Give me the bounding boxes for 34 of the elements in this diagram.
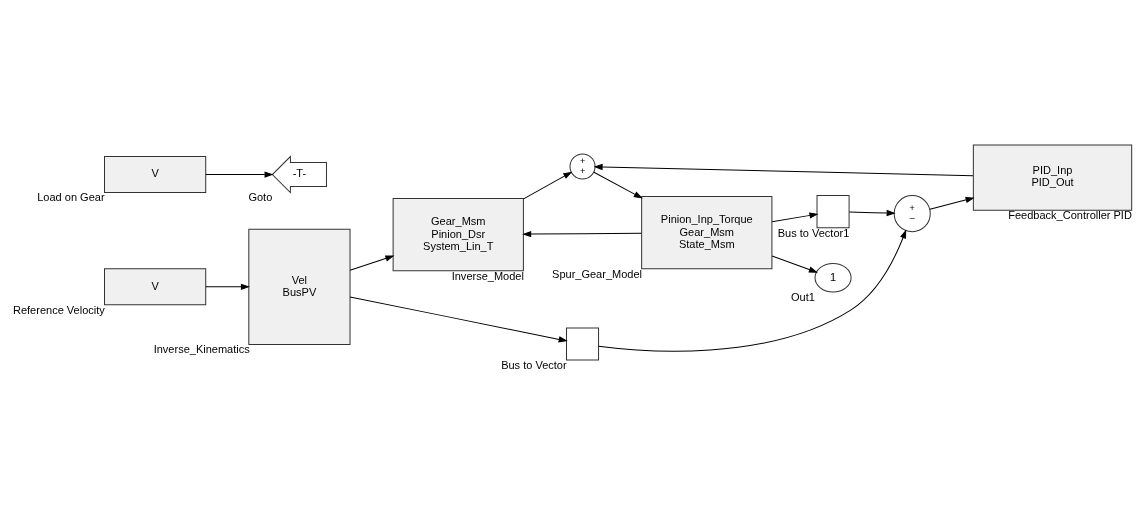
node-circle: + –	[893, 195, 931, 233]
arrow	[771, 212, 818, 223]
node-label: Inverse_Model	[451, 269, 524, 282]
arrow	[523, 171, 572, 200]
node-label: Goto	[248, 191, 273, 204]
node-circle: + +	[569, 153, 596, 180]
node-box: Pinion_Inp_Torque Gear_Msm State_Msm	[641, 196, 773, 270]
node-box	[816, 195, 850, 229]
node-label: Load on Gear	[37, 191, 105, 204]
node-box: Vel BusPV	[248, 228, 351, 345]
arrow	[523, 231, 642, 238]
arrow	[349, 296, 567, 343]
arrow	[205, 171, 273, 178]
arrow	[771, 255, 817, 273]
node-box: V	[104, 268, 207, 306]
node-box	[566, 327, 600, 361]
node-box: V	[104, 156, 207, 194]
arrow	[598, 230, 907, 352]
arrow	[929, 196, 974, 210]
arrow	[349, 255, 394, 271]
node-label: Bus to Vector1	[777, 226, 850, 239]
node-label: Spur_Gear_Model	[552, 267, 643, 280]
arrow	[594, 164, 974, 177]
node-ellipse: 1	[814, 262, 852, 293]
node-label: Out1	[791, 290, 815, 303]
arrow	[848, 210, 895, 216]
node-label: Bus to Vector	[501, 358, 567, 371]
node-box: PID_Inp PID_Out	[972, 144, 1133, 211]
node-label: Reference Velocity	[12, 303, 105, 316]
arrow	[593, 171, 642, 199]
arrow	[205, 283, 249, 290]
node-label: Inverse_Kinematics	[153, 343, 250, 356]
node-label: Feedback_Controller PID	[1008, 208, 1132, 221]
node-box: Gear_Msm Pinion_Dsr System_Lin_T	[392, 198, 524, 272]
